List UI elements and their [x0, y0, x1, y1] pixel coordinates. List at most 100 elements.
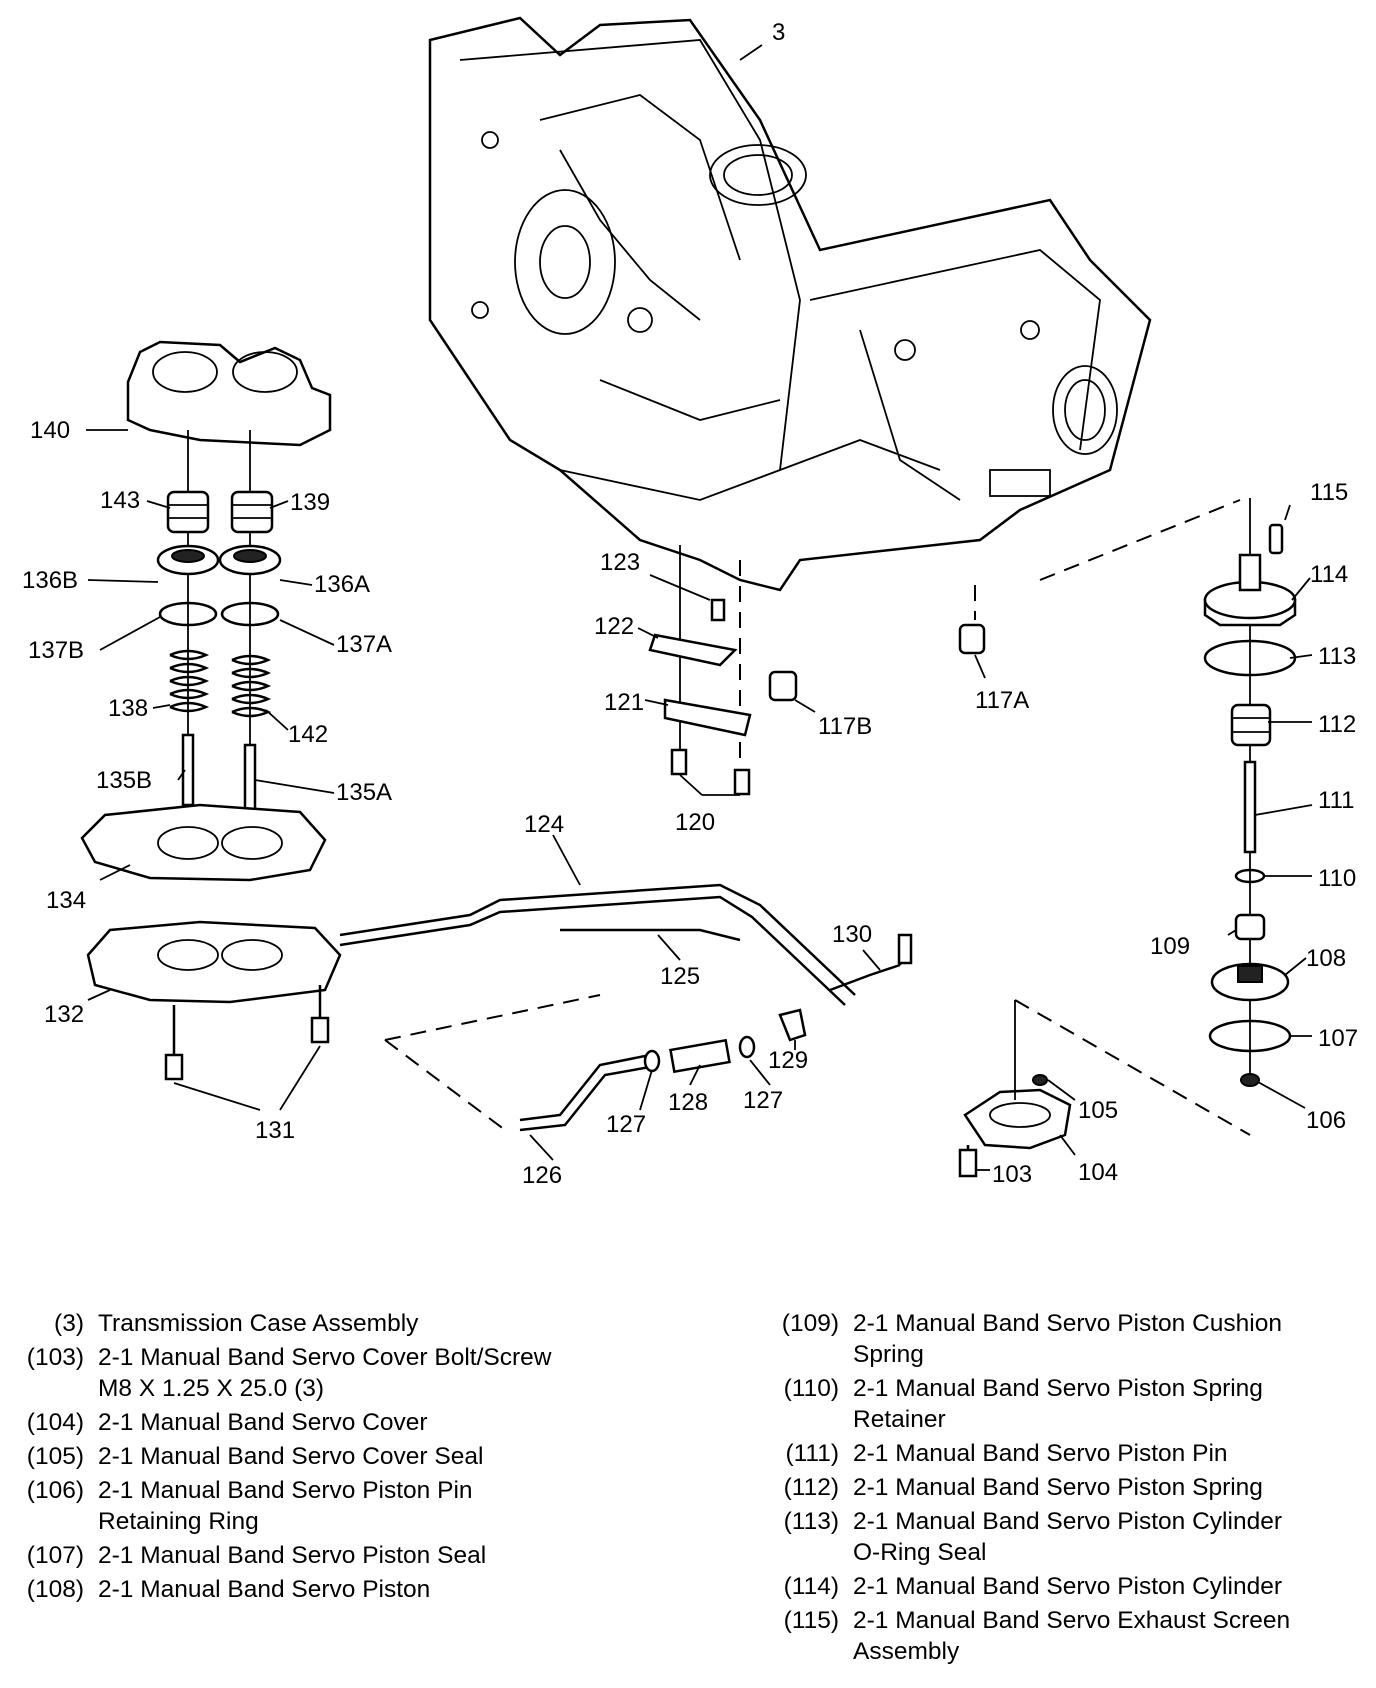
- legend-item-line: 2-1 Manual Band Servo Piston Spring: [853, 1375, 1263, 1402]
- center-brackets: [648, 499, 1241, 796]
- legend-left-column: (3) Transmission Case Assembly (103) 2-1 Ma…: [8, 1308, 668, 1608]
- legend-item-line: Retainer: [853, 1406, 946, 1433]
- legend-item: (115) 2-1 Manual Band Servo Exhaust Scree…: [763, 1605, 1373, 1667]
- legend-item-line: 2-1 Manual Band Servo Piston Spring: [853, 1474, 1263, 1501]
- callout-121: 121: [604, 689, 644, 716]
- legend-item-number: (113): [783, 1508, 839, 1535]
- callout-135b: 135B: [96, 767, 152, 794]
- callout-139: 139: [290, 489, 330, 516]
- callout-136a: 136A: [314, 571, 370, 598]
- callout-132: 132: [44, 1001, 84, 1028]
- callout-3: 3: [772, 19, 785, 46]
- legend-item-description: 2-1 Manual Band Servo Cover Seal: [98, 1441, 668, 1472]
- legend-item: (109) 2-1 Manual Band Servo Piston Cushio…: [763, 1308, 1373, 1370]
- legend-item-line: 2-1 Manual Band Servo Piston Cushion: [853, 1310, 1283, 1337]
- legend-item: (103) 2-1 Manual Band Servo Cover Bolt/Sc…: [8, 1342, 668, 1404]
- callout-106: 106: [1306, 1107, 1346, 1134]
- legend-item-number: (104): [26, 1409, 84, 1436]
- legend-item-line: Spring: [853, 1341, 924, 1368]
- legend-item: (111) 2-1 Manual Band Servo Piston Pin: [763, 1438, 1373, 1469]
- legend-item: (104) 2-1 Manual Band Servo Cover: [8, 1407, 668, 1438]
- legend-item-number: (112): [783, 1474, 839, 1501]
- legend-item-line: M8 X 1.25 X 25.0 (3): [98, 1375, 325, 1402]
- legend-item-number: (111): [785, 1440, 839, 1467]
- callout-131: 131: [255, 1117, 295, 1144]
- legend-item-number: (115): [783, 1607, 839, 1634]
- legend-item: (113) 2-1 Manual Band Servo Piston Cylind…: [763, 1506, 1373, 1568]
- legend-item-line: 2-1 Manual Band Servo Piston: [98, 1576, 431, 1603]
- legend-item: (112) 2-1 Manual Band Servo Piston Spring: [763, 1472, 1373, 1503]
- legend-item-line: Retaining Ring: [98, 1508, 259, 1535]
- callout-117b: 117B: [818, 713, 872, 740]
- transmission-case: [428, 16, 1152, 592]
- callout-105: 105: [1078, 1097, 1118, 1124]
- callout-124: 124: [524, 811, 564, 838]
- callout-123: 123: [600, 549, 640, 576]
- legend-item-number: (110): [783, 1375, 839, 1402]
- legend-item-number: (109): [781, 1310, 839, 1337]
- legend-item-line: 2-1 Manual Band Servo Piston Pin: [98, 1477, 473, 1504]
- callout-113: 113: [1318, 643, 1356, 670]
- callout-labels: 3 140 143 139 136B 136A 137B 137A 138 14…: [22, 19, 1358, 1189]
- callout-135a: 135A: [336, 779, 392, 806]
- callout-127-right: 127: [743, 1087, 783, 1114]
- callout-128: 128: [668, 1089, 708, 1116]
- callout-110: 110: [1318, 865, 1356, 892]
- legend-item-description: Transmission Case Assembly: [98, 1308, 668, 1339]
- legend-item-number: (103): [26, 1344, 84, 1371]
- callout-117a: 117A: [975, 687, 1029, 714]
- oil-tubes: [339, 883, 913, 1132]
- callout-142: 142: [288, 721, 328, 748]
- callout-137a: 137A: [336, 631, 392, 658]
- legend-item-number: (105): [26, 1443, 84, 1470]
- legend-item: (114)2-1 Manual Band Servo Piston Cylind…: [763, 1571, 1373, 1602]
- callout-122: 122: [594, 613, 634, 640]
- callout-129: 129: [768, 1047, 808, 1074]
- callout-109: 109: [1150, 933, 1190, 960]
- legend-item-line: 2-1 Manual Band Servo Piston Pin: [853, 1440, 1228, 1467]
- callout-125: 125: [660, 963, 700, 990]
- callout-137b: 137B: [28, 637, 84, 664]
- front-servo-stack: [80, 340, 342, 1081]
- legend-item-line: 2-1 Manual Band Servo Cover Seal: [98, 1443, 484, 1470]
- legend-item: (107) 2-1 Manual Band Servo Piston Seal: [8, 1540, 668, 1571]
- legend-item-description: 2-1 Manual Band Servo Piston Cylinder: [853, 1571, 1373, 1602]
- legend-item-description: 2-1 Manual Band Servo Piston Seal: [98, 1540, 668, 1571]
- legend-item-number: (3): [54, 1310, 84, 1337]
- callout-107: 107: [1318, 1025, 1358, 1052]
- legend-item-line: 2-1 Manual Band Servo Piston Cylinder: [853, 1573, 1282, 1600]
- legend-right-column: (109) 2-1 Manual Band Servo Piston Cushio…: [763, 1308, 1373, 1670]
- legend-item-line: O-Ring Seal: [853, 1539, 987, 1566]
- legend-item-description: 2-1 Manual Band Servo Piston Spring: [853, 1472, 1373, 1503]
- callout-138: 138: [108, 695, 148, 722]
- legend-item: (108) 2-1 Manual Band Servo Piston: [8, 1574, 668, 1605]
- callout-112: 112: [1318, 711, 1356, 738]
- legend-item: (3) Transmission Case Assembly: [8, 1308, 668, 1339]
- legend-item: (110) 2-1 Manual Band Servo Piston Spring…: [763, 1373, 1373, 1435]
- leader-lines: [86, 44, 1313, 1171]
- legend-item-line: Transmission Case Assembly: [98, 1310, 419, 1337]
- legend-item: (105) 2-1 Manual Band Servo Cover Seal: [8, 1441, 668, 1472]
- legend-item-line: 2-1 Manual Band Servo Cover Bolt/Screw: [98, 1344, 552, 1371]
- callout-134: 134: [46, 887, 86, 914]
- callout-136b: 136B: [22, 567, 78, 594]
- callout-120: 120: [675, 809, 715, 836]
- callout-130: 130: [832, 921, 872, 948]
- callout-103: 103: [992, 1161, 1032, 1188]
- callout-108: 108: [1306, 945, 1346, 972]
- callout-127-left: 127: [606, 1111, 646, 1138]
- legend-item-number: (107): [26, 1542, 84, 1569]
- callout-114: 114: [1310, 561, 1348, 588]
- legend-item-number: (106): [26, 1477, 84, 1504]
- legend-item-number: (108): [26, 1576, 84, 1603]
- legend-item-line: 2-1 Manual Band Servo Piston Seal: [98, 1542, 487, 1569]
- legend-item-description: 2-1 Manual Band Servo Cover: [98, 1407, 668, 1438]
- rear-servo-stack: [958, 498, 1297, 1178]
- legend-item-line: 2-1 Manual Band Servo Exhaust Screen: [853, 1607, 1291, 1634]
